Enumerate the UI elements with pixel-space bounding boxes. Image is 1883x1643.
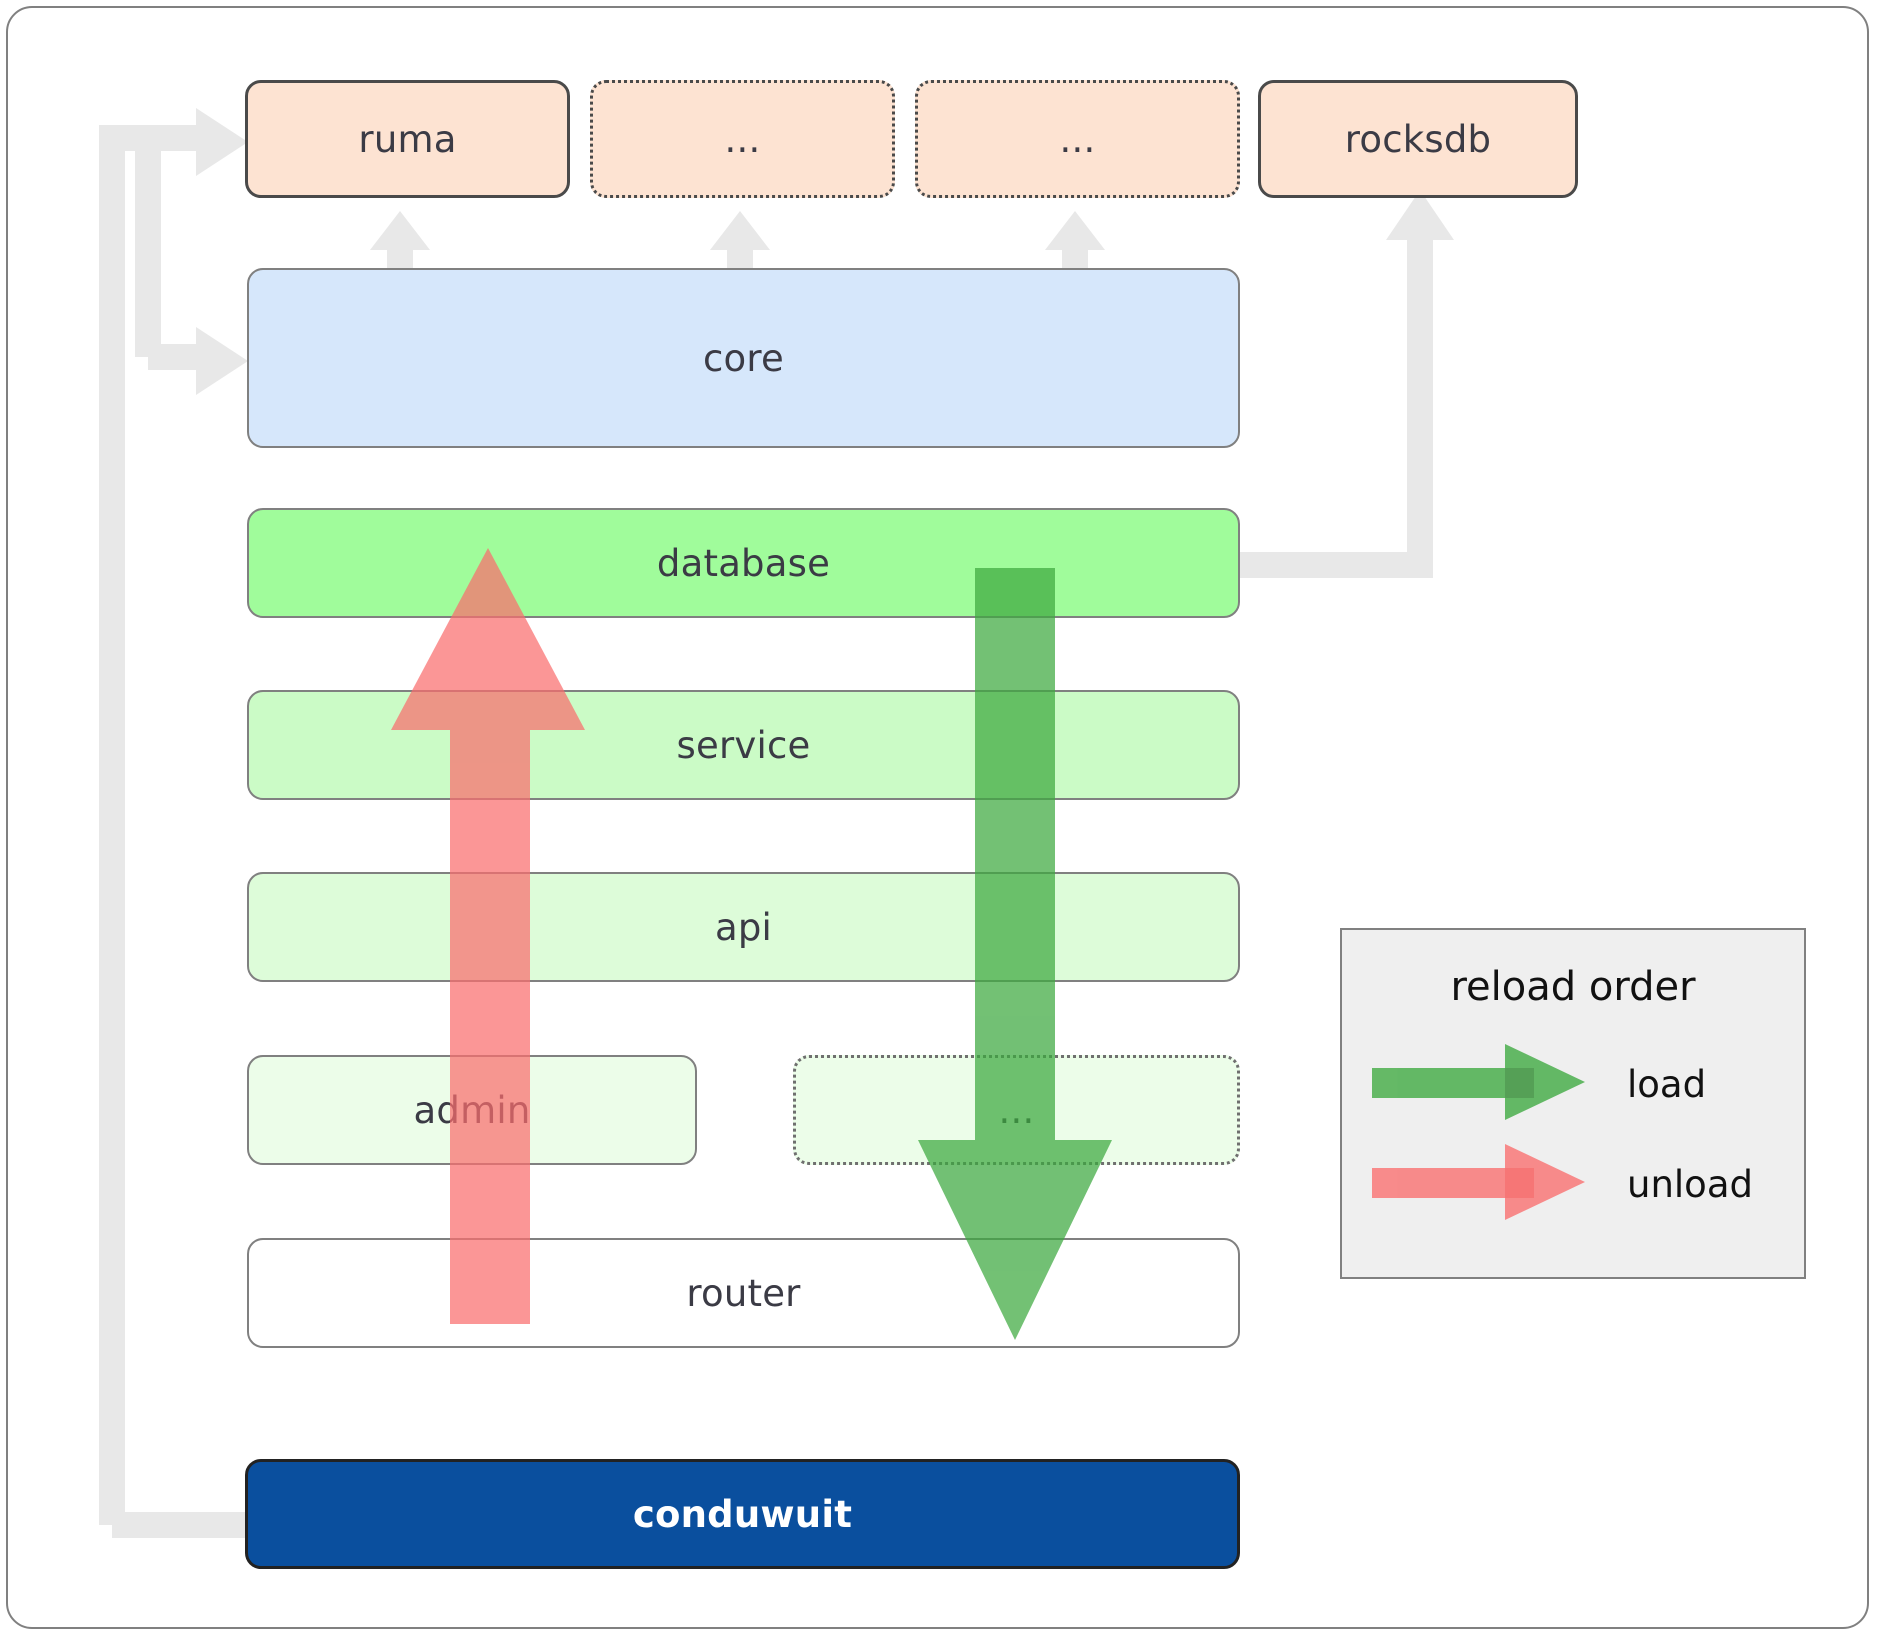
layer-label: admin [413, 1088, 531, 1132]
dependency-box-ellipsis-2[interactable]: ... [915, 80, 1240, 198]
legend-load-arrow-icon [1372, 1044, 1585, 1120]
core-label: core [703, 336, 784, 380]
layer-box-ellipsis[interactable]: ... [793, 1055, 1240, 1165]
root-crate-box-conduwuit[interactable]: conduwuit [245, 1459, 1240, 1569]
layer-label: api [714, 905, 773, 949]
dependency-label: ruma [358, 117, 457, 161]
layer-box-service[interactable]: service [247, 690, 1240, 800]
layer-label: service [676, 723, 811, 767]
legend-label-unload: unload [1627, 1163, 1753, 1206]
dependency-box-ellipsis-1[interactable]: ... [590, 80, 895, 198]
dependency-box-ruma[interactable]: ruma [245, 80, 570, 198]
dependency-label: rocksdb [1344, 117, 1492, 161]
layer-box-admin[interactable]: admin [247, 1055, 697, 1165]
dependency-label: ... [1059, 117, 1096, 161]
layer-label: router [686, 1271, 801, 1315]
layer-box-database[interactable]: database [247, 508, 1240, 618]
layer-label: database [656, 541, 831, 585]
legend-unload-arrow-icon [1372, 1144, 1585, 1220]
layer-label: ... [998, 1088, 1035, 1132]
legend-arrow-svg [1372, 1044, 1585, 1220]
core-box[interactable]: core [247, 268, 1240, 448]
legend-title: reload order [1450, 964, 1696, 1010]
dependency-label: ... [724, 117, 761, 161]
layer-box-api[interactable]: api [247, 872, 1240, 982]
layer-box-router[interactable]: router [247, 1238, 1240, 1348]
legend-panel: reload order load unload [1340, 928, 1806, 1279]
dependency-box-rocksdb[interactable]: rocksdb [1258, 80, 1578, 198]
legend-label-load: load [1627, 1063, 1707, 1106]
root-crate-label: conduwuit [632, 1492, 853, 1536]
